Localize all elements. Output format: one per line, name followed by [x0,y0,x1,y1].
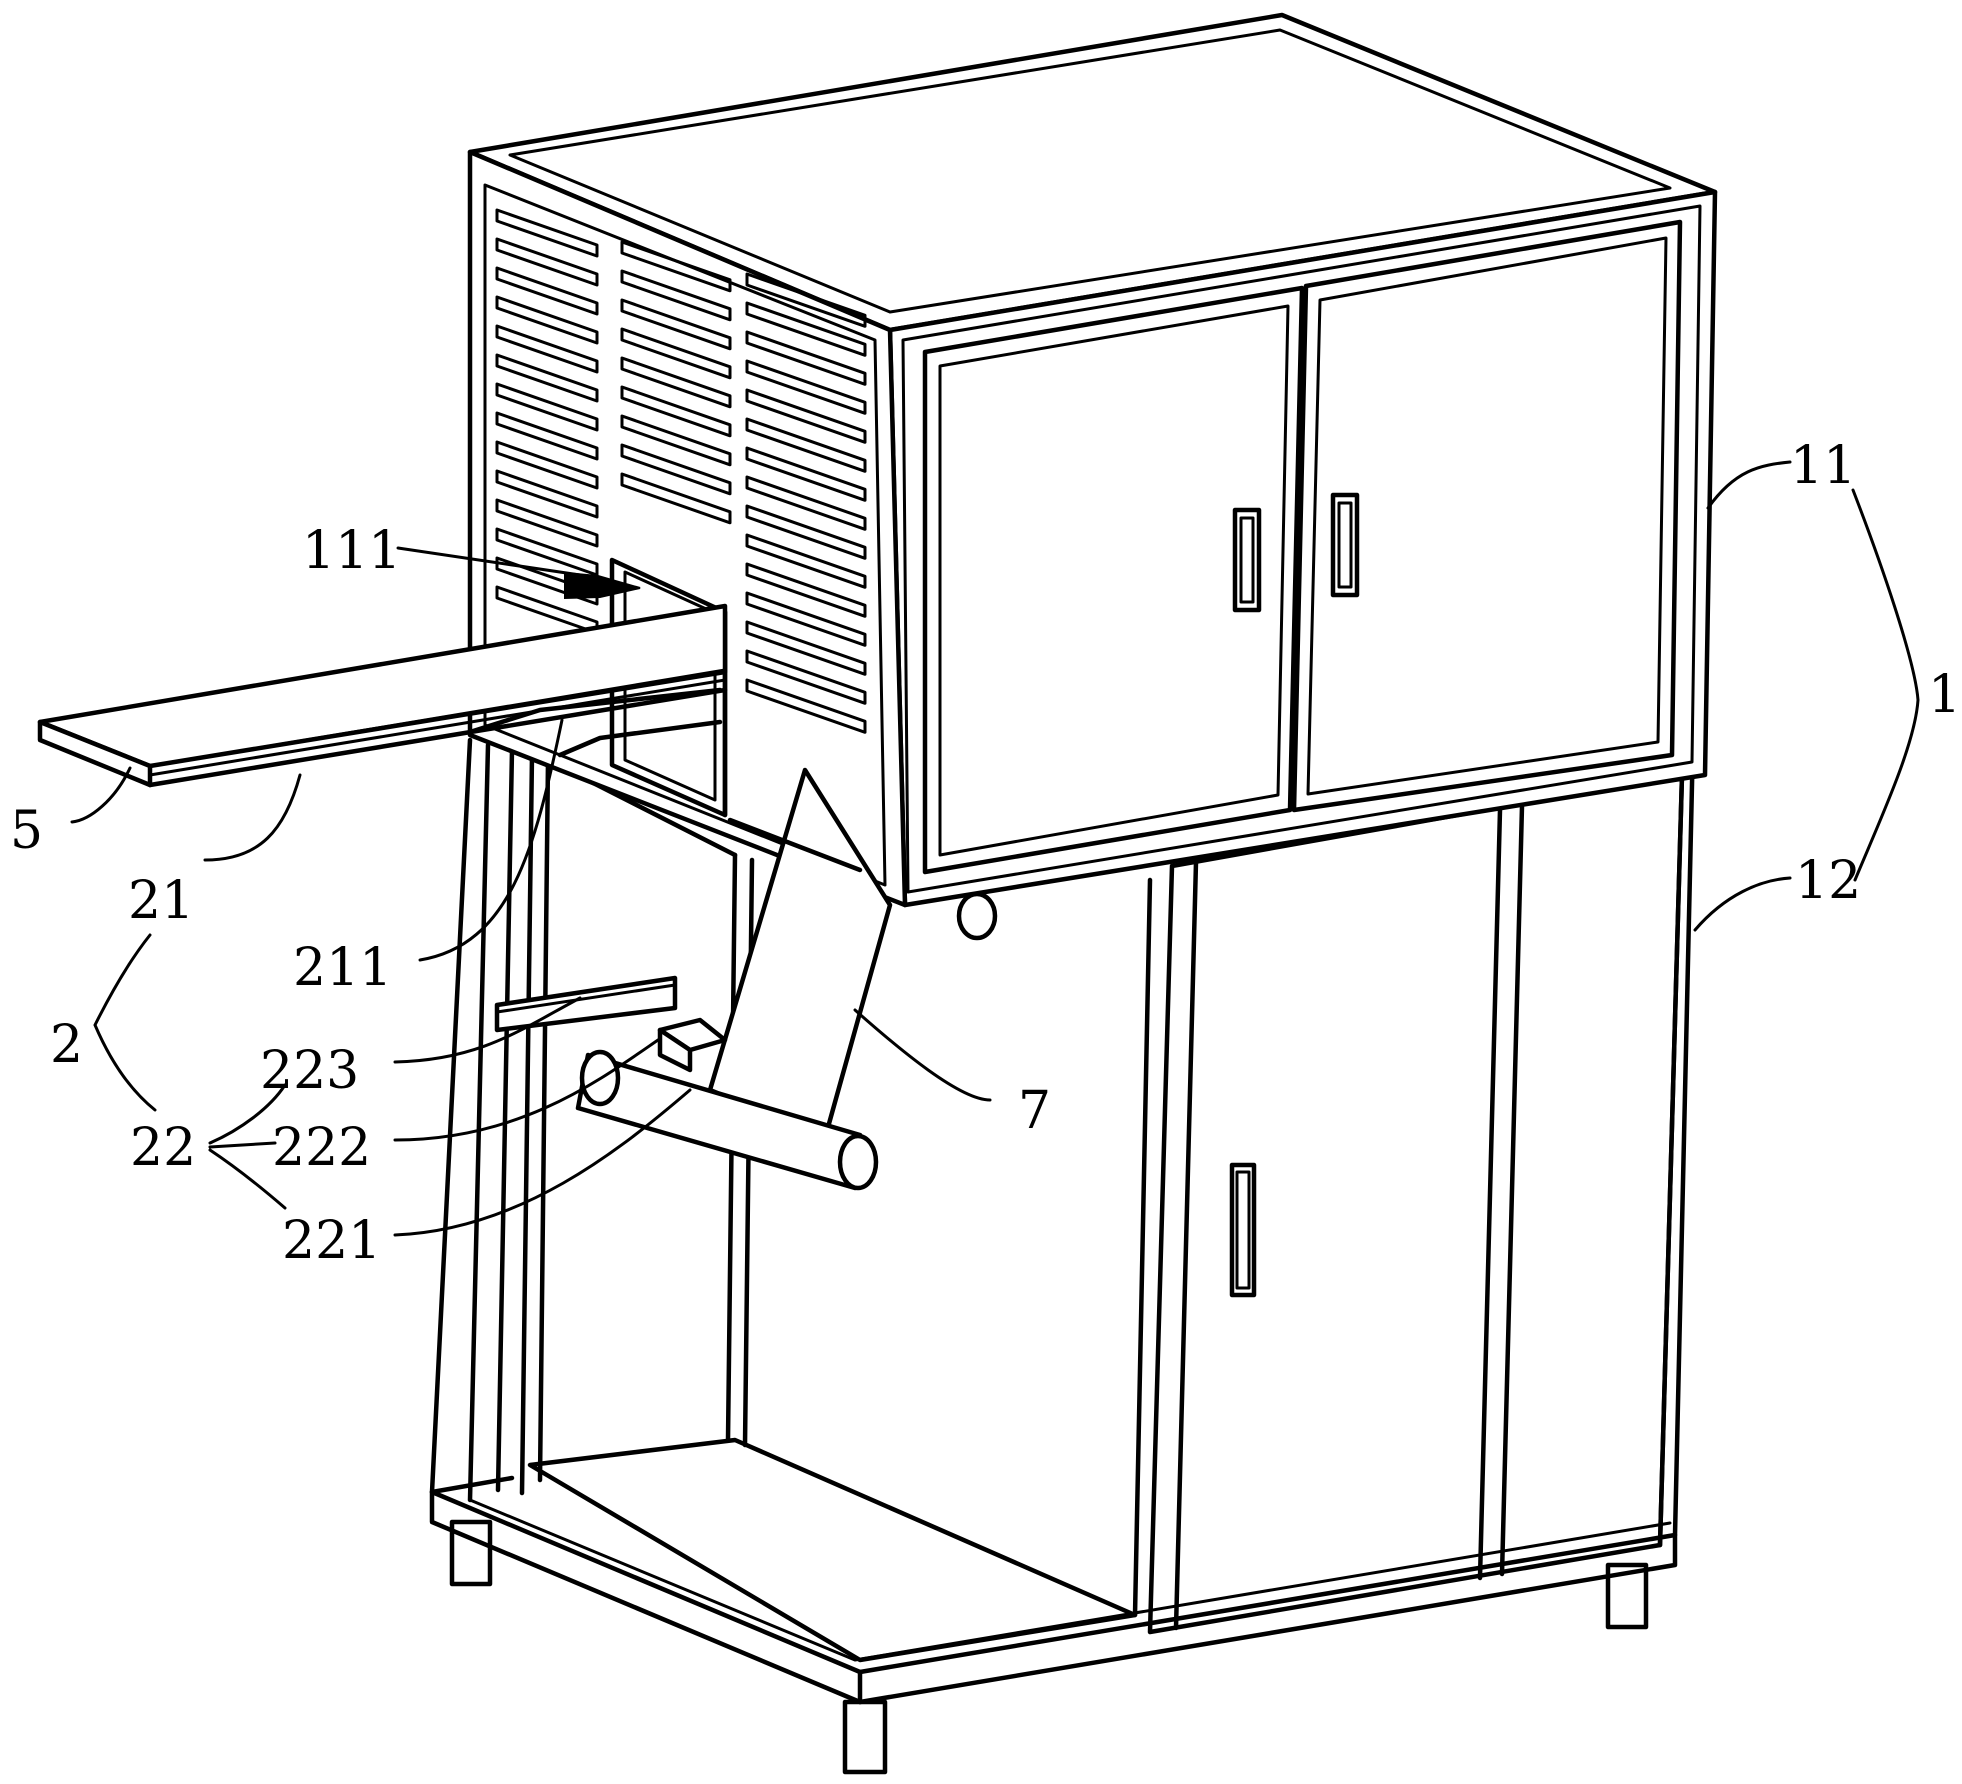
leg-right [1605,1562,1649,1630]
label-7: 7 [1018,1081,1051,1141]
louver-slot [495,382,599,432]
louver-slot [620,443,732,496]
leg-left [449,1519,493,1587]
louver-slot [745,446,867,502]
louver-slot [745,272,867,328]
label-5: 5 [10,801,43,861]
louver-slot [495,324,599,374]
louver-slot [620,414,732,467]
louver-slot [495,353,599,403]
leg-front [842,1699,888,1775]
louver-slot [620,298,732,351]
support-plate [494,975,678,1033]
chute [707,767,893,1141]
louver-slot [495,498,599,548]
louver-slot [745,504,867,560]
louver-slot [495,440,599,490]
louver-slot [620,356,732,409]
louver-slot [620,385,732,438]
label-111: 111 [302,521,401,581]
louver-slot [745,388,867,444]
conveyor-board [37,603,728,788]
upper-right-door-handle[interactable] [1330,492,1360,598]
louver-slot [495,208,599,258]
upper-right-door[interactable] [1291,219,1683,813]
louver-slot [745,475,867,531]
louver-slot [495,266,599,316]
louver-slot [495,411,599,461]
louver-slot [745,562,867,618]
louver-slot [620,269,732,322]
louver-slot [745,649,867,705]
louver-slot [620,327,732,380]
louver-slot [620,472,732,525]
discharge-assembly [37,557,998,1191]
label-2: 2 [50,1015,83,1075]
lower-door-handle[interactable] [1229,1162,1257,1298]
louver-slot [495,295,599,345]
louver-slot [745,417,867,473]
label-223: 223 [260,1041,359,1101]
label-12: 12 [1795,851,1861,911]
louver-slot [495,237,599,287]
louver-slot [495,469,599,519]
louver-slot [745,591,867,647]
louver-slot [745,330,867,386]
label-11: 11 [1790,436,1856,496]
louver-slot [745,359,867,415]
clamp-block [657,1017,728,1073]
louver-slot [745,678,867,734]
label-22: 22 [130,1118,196,1178]
louver-slot [620,240,732,293]
label-21: 21 [128,871,194,931]
reference-labels: 11 1 12 111 5 21 211 2 223 22 222 221 7 [10,436,1961,1271]
upper-left-door[interactable] [922,285,1305,875]
leader-lines [70,460,1920,1237]
upper-cabinet [467,12,1718,908]
louver-slot [745,620,867,676]
label-221: 221 [282,1211,381,1271]
upper-left-door-handle[interactable] [1232,507,1262,613]
label-1: 1 [1928,665,1961,725]
arrow-marker [564,571,641,600]
louver-slot [495,556,599,606]
label-211: 211 [293,938,392,998]
louver-slot [745,533,867,589]
label-222: 222 [272,1118,371,1178]
upper-roller [956,891,998,941]
louver-slot [745,301,867,357]
